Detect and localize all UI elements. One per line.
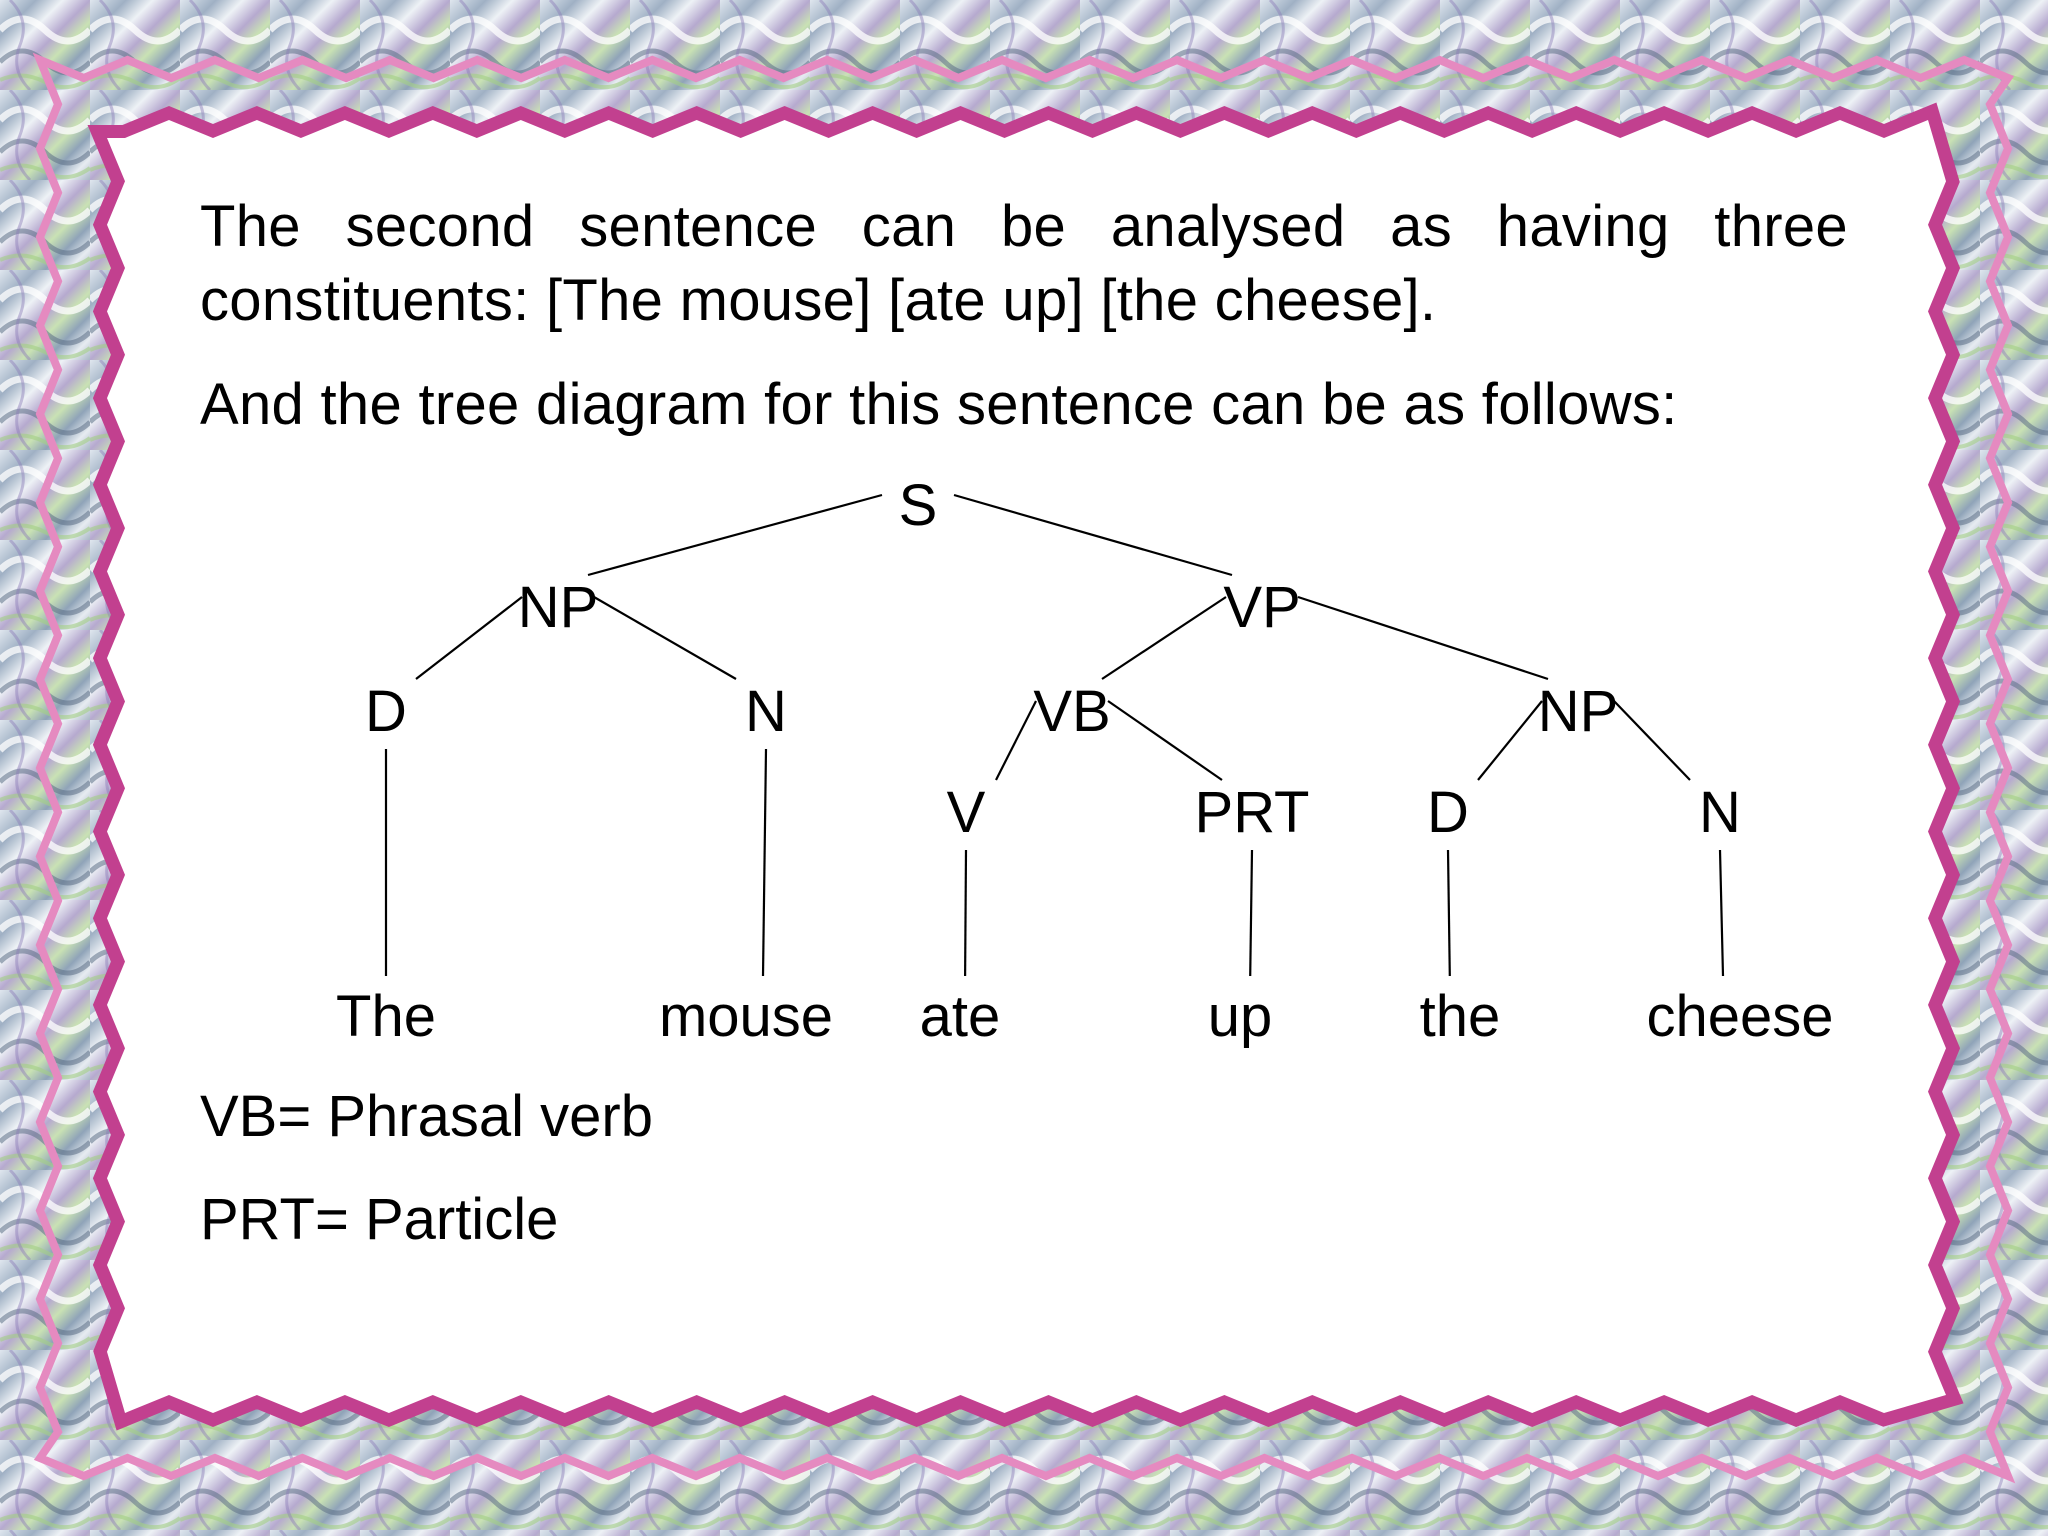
branch-n1-w_mouse (761, 748, 768, 977)
tree-node-s: S (899, 473, 938, 538)
branch-vb-v (995, 700, 1037, 781)
branch-np2-n2 (1613, 700, 1691, 781)
pink-zigzag-inner (32, 52, 2016, 1484)
tree-node-w_the1: The (336, 984, 436, 1049)
branch-prt-w_up (1249, 849, 1254, 977)
branch-vb-prt (1107, 700, 1223, 781)
branch-np1-d1 (415, 596, 523, 680)
tree-node-w_mouse: mouse (659, 984, 833, 1049)
branch-vp-np2 (1297, 595, 1549, 681)
tree-node-w_cheese: cheese (1646, 984, 1833, 1049)
tree-branches (384, 493, 1725, 977)
tree-node-v: V (947, 780, 986, 845)
branch-v-w_ate (964, 849, 968, 977)
tree-node-n2: N (1699, 780, 1741, 845)
branch-s-vp (953, 493, 1233, 577)
tree-node-n1: N (745, 679, 787, 744)
content-panel (107, 120, 1946, 1413)
branch-np2-d2 (1477, 700, 1543, 781)
branch-s-np1 (587, 493, 883, 577)
tree-node-w_ate: ate (920, 984, 1001, 1049)
tree-node-d2: D (1427, 780, 1469, 845)
tree-nodes: S NP VP D N VB NP V PRT D N The mouse ate up the cheese (336, 473, 1833, 1049)
tree-node-prt: PRT (1195, 780, 1310, 845)
tree-node-vp: VP (1223, 575, 1300, 640)
tree-node-np1: NP (518, 575, 599, 640)
intro-paragraph: The second sentence can be analysed as h… (200, 194, 1848, 333)
legend-vb: VB= Phrasal verb (200, 1084, 653, 1149)
branch-n2-w_cheese (1718, 849, 1725, 977)
tree-intro-paragraph: And the tree diagram for this sentence c… (200, 372, 1678, 437)
legend-prt: PRT= Particle (200, 1187, 559, 1252)
tree-node-np2: NP (1538, 679, 1619, 744)
branch-d2-w_the2 (1446, 849, 1451, 977)
branch-np1-n1 (593, 596, 737, 680)
tree-node-w_up: up (1208, 984, 1273, 1049)
tree-node-w_the2: the (1420, 984, 1501, 1049)
branch-vp-vb (1101, 596, 1227, 680)
tree-node-d1: D (365, 679, 407, 744)
tree-node-vb: VB (1033, 679, 1110, 744)
